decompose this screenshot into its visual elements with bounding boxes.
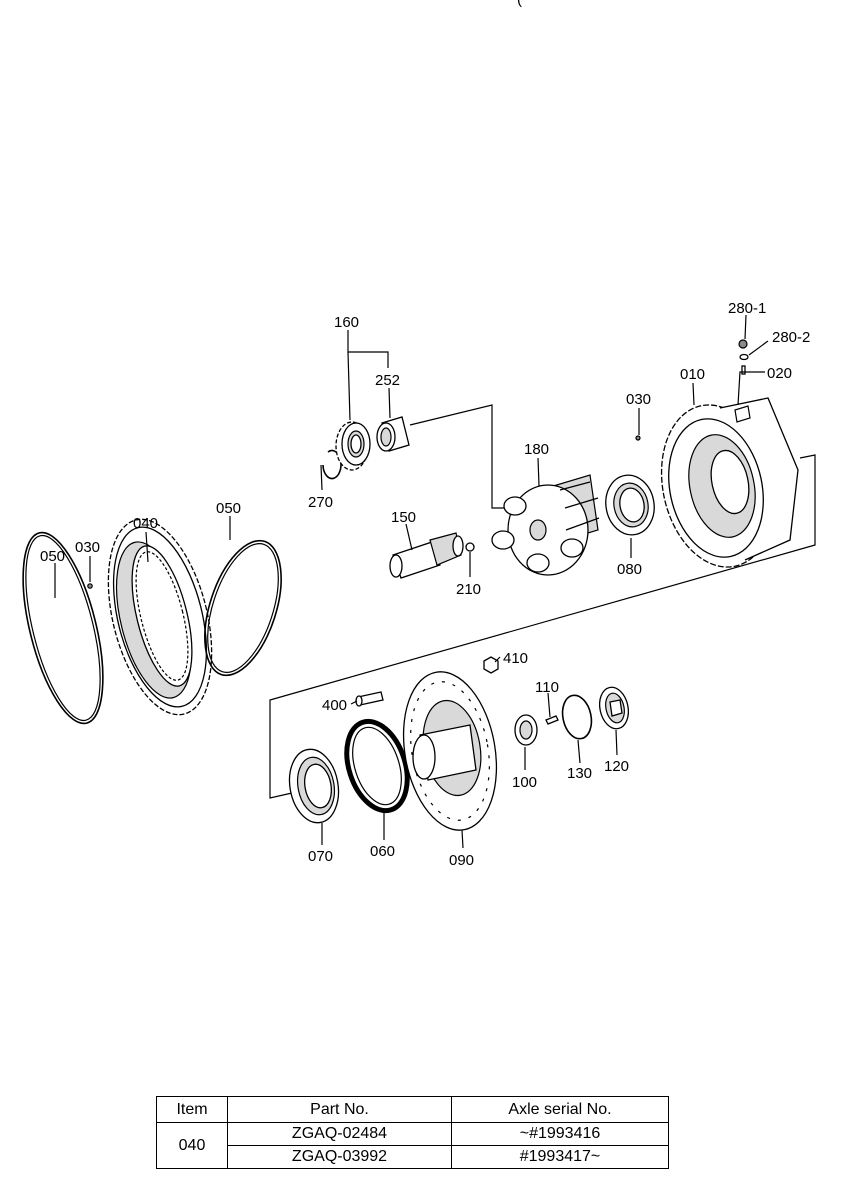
cell-serial: ~#1993416 bbox=[451, 1122, 669, 1146]
taper-bearing-070 bbox=[288, 748, 340, 824]
part-spec-table: Item Part No. Axle serial No. 040 ZGAQ-0… bbox=[156, 1096, 669, 1169]
stud-bolt-400 bbox=[355, 691, 384, 707]
callout-030-left: 030 bbox=[75, 539, 100, 556]
callout-060: 060 bbox=[370, 843, 395, 860]
cell-serial: #1993417~ bbox=[451, 1145, 669, 1169]
o-ring-050-right bbox=[204, 539, 282, 677]
snap-ring-270 bbox=[322, 449, 342, 480]
planet-carrier-180 bbox=[491, 474, 600, 576]
callout-160: 160 bbox=[334, 314, 359, 331]
table-row: 040 ZGAQ-02484 ~#1993416 bbox=[156, 1122, 669, 1169]
o-ring-050-left bbox=[22, 531, 104, 725]
callout-150: 150 bbox=[391, 509, 416, 526]
callout-110: 110 bbox=[535, 679, 559, 696]
pin-030-right bbox=[635, 435, 641, 441]
bearing-100 bbox=[514, 714, 538, 746]
header-part-no: Part No. bbox=[227, 1096, 452, 1123]
top-fragment-text: ( bbox=[517, 0, 522, 8]
callout-280-2: 280-2 bbox=[772, 329, 810, 346]
header-axle-serial: Axle serial No. bbox=[451, 1096, 669, 1123]
callout-210: 210 bbox=[456, 581, 481, 598]
planet-housing-010 bbox=[660, 397, 799, 568]
pin-110 bbox=[545, 715, 559, 725]
callout-100: 100 bbox=[512, 774, 537, 791]
callout-130: 130 bbox=[567, 765, 592, 782]
wheel-hub-090 bbox=[402, 671, 498, 831]
assembly-outline-upper bbox=[409, 404, 520, 509]
bolt-280-1 bbox=[738, 339, 748, 349]
washer-280-2 bbox=[739, 353, 749, 361]
needle-bearing-252 bbox=[376, 416, 410, 452]
callout-080: 080 bbox=[617, 561, 642, 578]
table-row: ZGAQ-03992 #1993417~ bbox=[157, 1145, 669, 1169]
callout-090: 090 bbox=[449, 852, 474, 869]
sun-gear-shaft-150 bbox=[389, 532, 464, 579]
assembly-outline-lower bbox=[269, 454, 816, 799]
callout-180: 180 bbox=[524, 441, 549, 458]
header-item: Item bbox=[156, 1096, 228, 1123]
callout-050-right: 050 bbox=[216, 500, 241, 517]
o-ring-130 bbox=[561, 694, 593, 740]
planet-gear-160 bbox=[335, 421, 371, 471]
pin-030-left bbox=[87, 583, 93, 589]
callout-400: 400 bbox=[322, 697, 347, 714]
plug-020 bbox=[741, 365, 746, 375]
callout-010: 010 bbox=[680, 366, 705, 383]
callout-120: 120 bbox=[604, 758, 629, 775]
cell-part-no: ZGAQ-03992 bbox=[227, 1145, 452, 1169]
callout-030-right: 030 bbox=[626, 391, 651, 408]
ring-gear-040 bbox=[107, 518, 213, 716]
callout-270: 270 bbox=[308, 494, 333, 511]
cell-part-no: ZGAQ-02484 bbox=[227, 1122, 452, 1146]
cell-item: 040 bbox=[156, 1122, 228, 1169]
callout-280-1: 280-1 bbox=[728, 300, 766, 317]
callout-040: 040 bbox=[133, 515, 158, 532]
callout-410: 410 bbox=[503, 650, 528, 667]
leader-lines bbox=[54, 314, 769, 849]
oil-seal-060 bbox=[344, 718, 410, 814]
callout-070: 070 bbox=[308, 848, 333, 865]
table-header-row: Item Part No. Axle serial No. bbox=[156, 1096, 669, 1123]
thrust-pin-210 bbox=[465, 542, 475, 552]
taper-bearing-080 bbox=[605, 474, 655, 536]
nut-410 bbox=[483, 656, 499, 674]
callout-252: 252 bbox=[375, 372, 400, 389]
cover-120 bbox=[598, 686, 630, 730]
callout-020: 020 bbox=[767, 365, 792, 382]
callout-050-left: 050 bbox=[40, 548, 65, 565]
